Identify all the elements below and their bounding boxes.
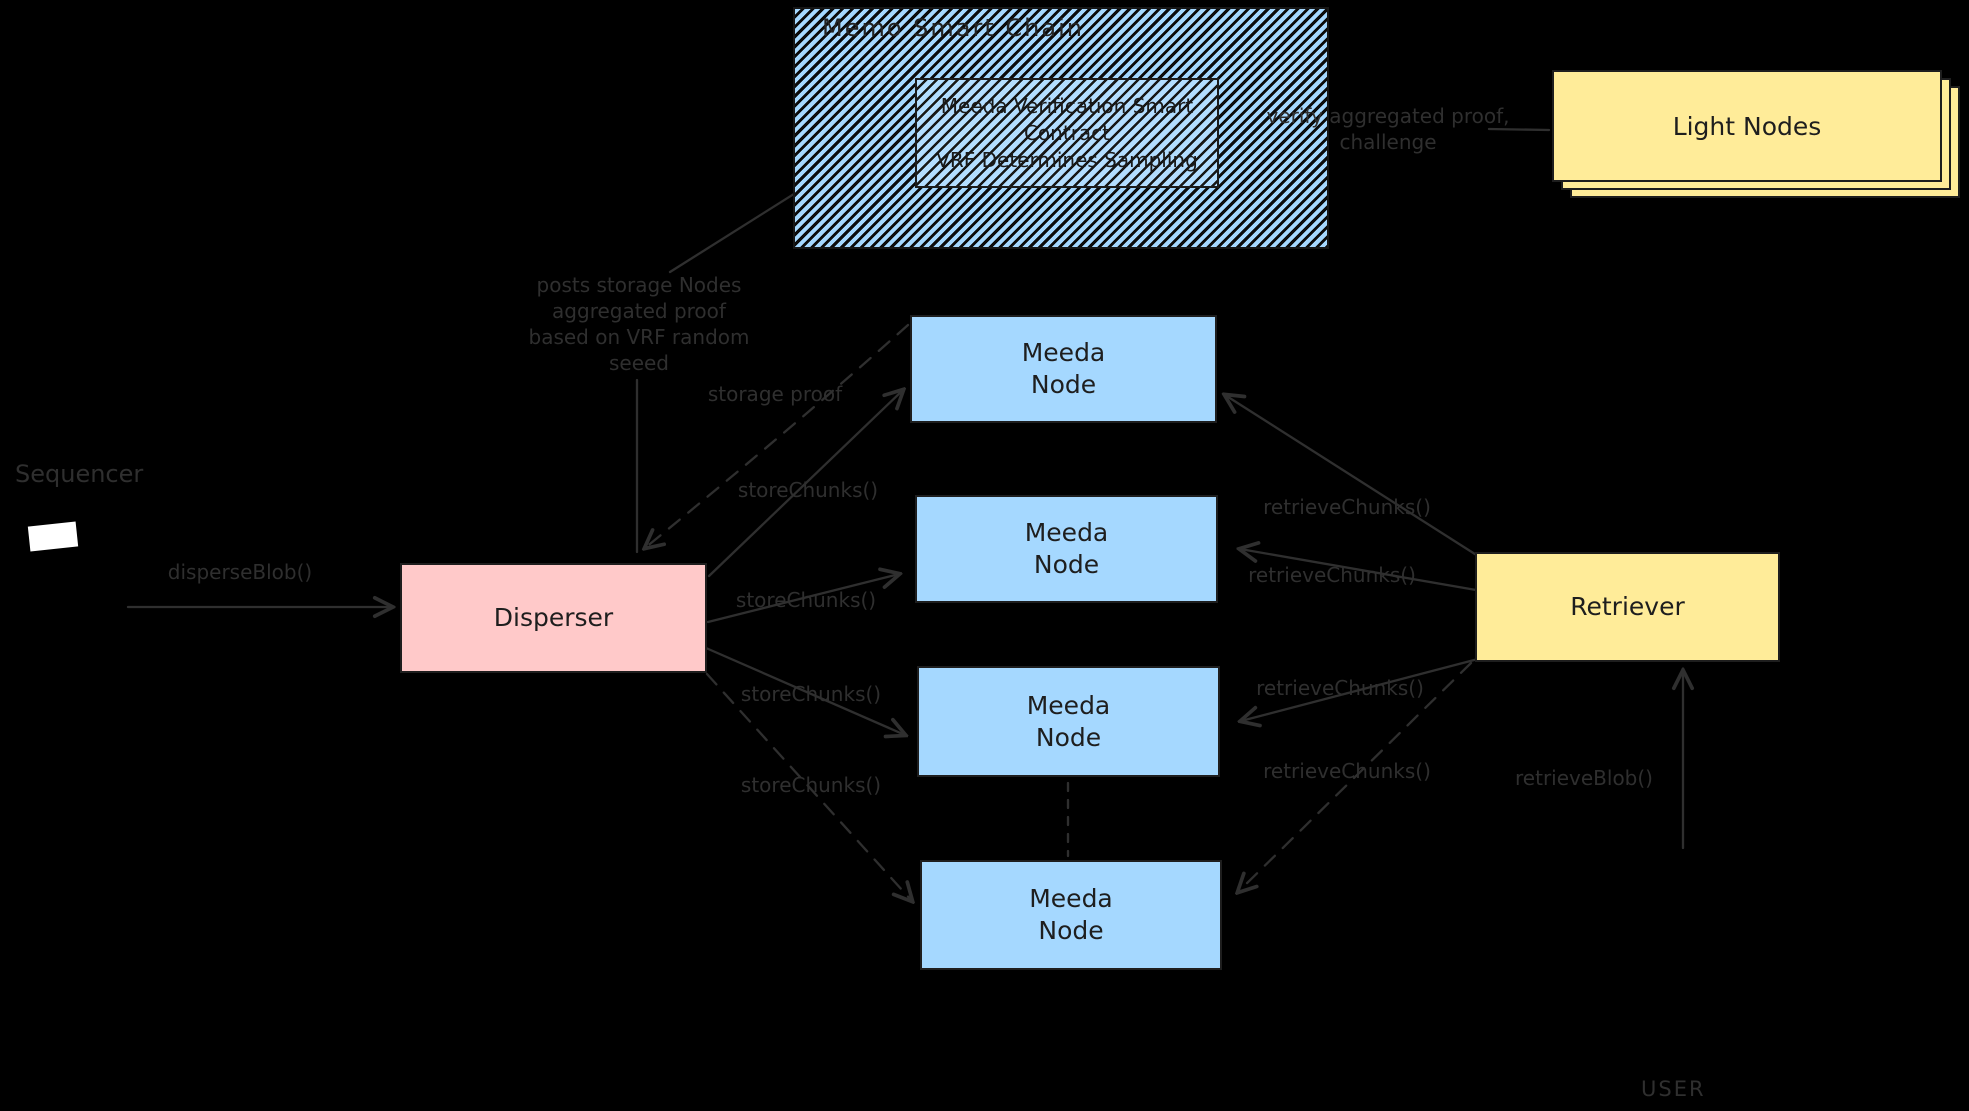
meeda-node-box-2: Meeda Node — [915, 495, 1218, 603]
edge-label-retrieve-chunks-4: retrieveChunks() — [1263, 759, 1431, 783]
retriever-label: Retriever — [1570, 592, 1685, 621]
light-nodes-card: Light Nodes — [1552, 70, 1942, 182]
contract-line: Meeda Verification Smart — [940, 93, 1194, 118]
meeda-node-box-4: Meeda Node — [920, 860, 1222, 970]
meeda-node-box-3: Meeda Node — [917, 666, 1220, 777]
meeda-node-label: Node — [1033, 550, 1100, 579]
arrow-disperser-to-node1 — [707, 390, 903, 578]
arrow-retriever-to-node4-dashed — [1238, 661, 1473, 892]
edge-label-retrieve-chunks-2: retrieveChunks() — [1248, 563, 1416, 587]
edge-label-verify: verify aggregated proof, challenge — [1266, 104, 1510, 154]
edge-label-store-chunks-4: storeChunks() — [740, 773, 882, 797]
line-lightnodes-to-verify-label — [1487, 127, 1551, 132]
user-label: USER — [1641, 1077, 1706, 1101]
verification-contract-box: Meeda Verification Smart Contract VRF De… — [915, 78, 1219, 188]
meeda-node-label: Meeda — [1024, 518, 1109, 547]
meeda-node-label: Meeda — [1026, 690, 1111, 720]
arrow-retriever-to-node1 — [1225, 395, 1480, 558]
edge-label-store-chunks-3: storeChunks() — [740, 682, 882, 706]
sequencer-label: Sequencer — [15, 460, 144, 488]
disperser-label: Disperser — [493, 603, 614, 632]
edge-label-storage-proof: storage proof — [707, 382, 843, 406]
arrow-disperser-to-node4-dashed — [705, 672, 912, 901]
disperser-box: Disperser — [400, 563, 707, 673]
memo-smart-chain-title: Memo Smart Chain — [822, 14, 1084, 42]
contract-line: Contract — [1023, 120, 1111, 145]
meeda-node-label: Meeda — [1021, 338, 1106, 367]
edge-label-store-chunks-2: storeChunks() — [735, 588, 877, 612]
edge-label-posts-proof: posts storage Nodes aggregated proof bas… — [528, 273, 750, 375]
sequencer-laptop-screen — [27, 521, 79, 552]
arrow-disperser-to-node3 — [704, 646, 905, 735]
meeda-node-box-1: Meeda Node — [910, 315, 1217, 423]
meeda-node-label: Node — [1035, 722, 1102, 752]
arrow-retriever-to-node3 — [1241, 657, 1480, 721]
meeda-node-label: Node — [1038, 916, 1104, 945]
arrow-disperser-to-node2 — [706, 574, 899, 624]
meeda-node-label: Node — [1030, 370, 1097, 399]
meeda-node-label: Meeda — [1029, 884, 1113, 913]
edge-label-disperse-blob: disperseBlob() — [167, 560, 313, 584]
edge-label-retrieve-chunks-1: retrieveChunks() — [1263, 495, 1431, 519]
retriever-box: Retriever — [1475, 552, 1780, 662]
edge-label-store-chunks-1: storeChunks() — [737, 478, 879, 502]
edge-label-retrieve-chunks-3: retrieveChunks() — [1256, 676, 1424, 700]
light-nodes-label: Light Nodes — [1672, 111, 1822, 141]
edge-label-retrieve-blob: retrieveBlob() — [1515, 766, 1653, 790]
arrow-retriever-to-node2 — [1240, 549, 1478, 592]
contract-line: VRF Determines Sampling — [936, 147, 1198, 172]
